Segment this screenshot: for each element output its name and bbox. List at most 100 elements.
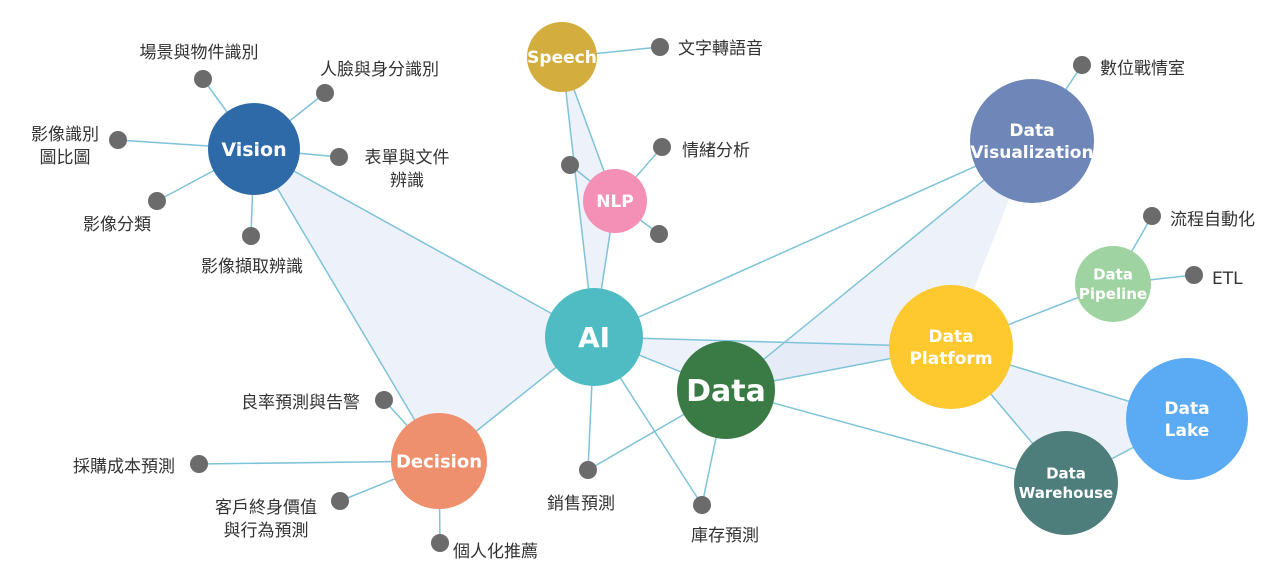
hub-label: Data (1046, 465, 1086, 483)
hub-label: AI (578, 321, 610, 354)
hub-vision: Vision (208, 103, 300, 195)
edge-vision-decision (253, 148, 440, 462)
leaf-dot (653, 138, 671, 156)
hub-circle (583, 169, 647, 233)
leaf-dot (242, 227, 260, 245)
leaf-dot (579, 461, 597, 479)
hub-data: Data (677, 341, 775, 439)
hub-circle (391, 413, 487, 509)
hub-label: Speech (527, 48, 597, 68)
hub-label: Data (1009, 121, 1054, 141)
hub-ai: AI (545, 288, 643, 386)
leaf-label: 辨識 (390, 171, 424, 191)
leaf-personalized: 個人化推薦 (431, 534, 538, 562)
hub-label: Data (1093, 266, 1133, 284)
hub-decision: Decision (391, 413, 487, 509)
leaf-label: 文字轉語音 (678, 39, 763, 59)
leaf-label: 場景與物件識別 (140, 43, 259, 63)
leaf-dot (431, 534, 449, 552)
leaf-dot (561, 156, 579, 174)
leaf-nlp_bottom (650, 225, 668, 243)
leaf-dot (1143, 207, 1161, 225)
hub-circle (970, 79, 1094, 203)
leaf-label: 影像擷取辨識 (201, 257, 303, 277)
hub-nlp: NLP (583, 169, 647, 233)
leaf-dot (330, 148, 348, 166)
leaf-inventory_forecast: 庫存預測 (691, 496, 759, 546)
hub-label: Data (1164, 399, 1209, 419)
leaf-face_identity: 人臉與身分識別 (316, 60, 439, 102)
leaf-dot (316, 84, 334, 102)
edge-data-data_visualization (725, 140, 1033, 391)
hub-circle (1014, 431, 1118, 535)
leaf-dot (1073, 56, 1091, 74)
hub-circle (208, 103, 300, 195)
hub-nodes: AIVisionSpeechNLPDecisionDataDataVisuali… (208, 22, 1248, 535)
leaf-dot (375, 391, 393, 409)
leaf-dot (194, 70, 212, 88)
leaf-label: 與行為預測 (224, 521, 309, 541)
leaf-dot (651, 38, 669, 56)
hub-circle (545, 288, 643, 386)
leaf-label: ETL (1212, 269, 1243, 289)
hub-circle (677, 341, 775, 439)
hub-circle (889, 285, 1013, 409)
hub-label: Platform (909, 349, 992, 369)
leaf-label: 人臉與身分識別 (320, 60, 439, 80)
hub-label: Visualization (970, 143, 1093, 163)
shaded-region-vision-ai-decision (254, 149, 594, 461)
edge-data-data_warehouse (725, 389, 1067, 484)
leaf-label: 個人化推薦 (453, 542, 538, 562)
leaf-digital_war_room: 數位戰情室 (1073, 56, 1185, 79)
leaf-nlp_left (561, 156, 579, 174)
leaf-label: 流程自動化 (1170, 210, 1255, 230)
leaf-image_classify: 影像分類 (83, 192, 166, 235)
leaf-label: 數位戰情室 (1100, 59, 1185, 79)
leaf-label: 圖比圖 (40, 148, 91, 168)
edge-vision-ai (253, 148, 595, 338)
leaf-scene_object: 場景與物件識別 (140, 43, 259, 88)
leaf-process_automation: 流程自動化 (1143, 207, 1255, 230)
hub-label: Decision (396, 451, 482, 472)
leaf-dot (190, 455, 208, 473)
leaf-dot (1185, 266, 1203, 284)
hub-label: Lake (1165, 421, 1210, 441)
leaf-label: 採購成本預測 (73, 457, 175, 477)
leaf-label: 良率預測與告警 (241, 393, 360, 413)
leaf-dot (109, 131, 127, 149)
leaf-dot (693, 496, 711, 514)
edge-ai-data_visualization (593, 140, 1033, 338)
hub-label: Warehouse (1019, 484, 1113, 502)
hub-speech: Speech (527, 22, 597, 92)
leaf-sentiment: 情緒分析 (653, 138, 750, 161)
leaf-label: 銷售預測 (547, 494, 615, 514)
hub-label: NLP (596, 192, 634, 212)
leaf-label: 表單與文件 (365, 148, 450, 168)
leaf-nodes: 場景與物件識別人臉與身分識別影像識別圖比圖表單與文件辨識影像分類影像擷取辨識文字… (31, 38, 1255, 562)
leaf-etl: ETL (1185, 266, 1243, 289)
leaf-dot (148, 192, 166, 210)
leaf-image_extract: 影像擷取辨識 (201, 227, 303, 277)
leaf-text_to_speech: 文字轉語音 (651, 38, 763, 59)
shaded-region-data_platform-data_lake-data_warehouse (951, 347, 1187, 483)
hub-label: Data (928, 327, 973, 347)
leaf-label: 影像識別 (31, 125, 99, 145)
leaf-label: 影像分類 (83, 215, 151, 235)
leaf-dot (650, 225, 668, 243)
hub-label: Pipeline (1079, 285, 1147, 303)
hub-label: Data (686, 374, 766, 409)
hub-circle (527, 22, 597, 92)
leaf-label: 情緒分析 (682, 141, 750, 161)
leaf-label: 客戶終身價值 (215, 498, 317, 518)
leaf-yield_prediction: 良率預測與告警 (241, 391, 393, 413)
leaf-dot (331, 492, 349, 510)
